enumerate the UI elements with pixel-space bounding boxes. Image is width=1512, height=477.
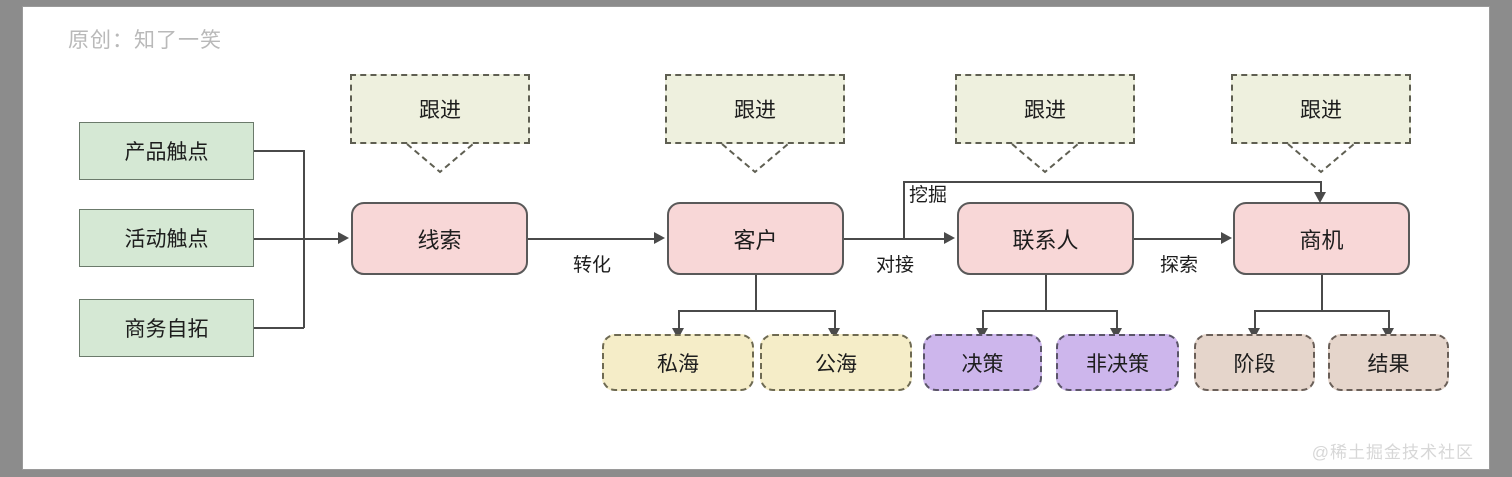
source-bus-to-lead xyxy=(254,238,340,240)
callout-label: 跟进 xyxy=(1300,99,1342,122)
callout-tail-icon xyxy=(1011,143,1079,174)
callout-followup-contact: 跟进 xyxy=(955,74,1135,174)
branch-opportunity-right-drop xyxy=(1388,310,1390,332)
branch-contact-left-drop xyxy=(982,310,984,332)
arrow-into-phase xyxy=(1248,328,1260,339)
edge-mining-drop xyxy=(1320,181,1322,196)
callout-body: 跟进 xyxy=(350,74,530,144)
arrow-into-decision xyxy=(976,328,988,339)
sub-box-phase: 阶段 xyxy=(1194,334,1315,391)
branch-customer-bar xyxy=(678,310,834,312)
source-label: 产品触点 xyxy=(124,141,209,164)
stage-box-lead: 线索 xyxy=(351,202,528,275)
callout-body: 跟进 xyxy=(1231,74,1411,144)
edge-mining-top xyxy=(903,181,1321,183)
edge-label-mining: 挖掘 xyxy=(909,185,948,206)
sub-box-result: 结果 xyxy=(1328,334,1449,391)
edge-label-handoff: 对接 xyxy=(876,255,915,276)
sub-label: 公海 xyxy=(815,352,857,376)
source-line-business xyxy=(254,327,304,329)
source-label: 商务自拓 xyxy=(124,318,209,341)
callout-label: 跟进 xyxy=(734,99,776,122)
callout-tail-icon xyxy=(721,143,789,174)
arrow-into-opportunity xyxy=(1221,232,1232,244)
source-box-product: 产品触点 xyxy=(79,122,254,180)
branch-customer-stem xyxy=(755,275,757,311)
sub-label: 决策 xyxy=(961,352,1004,376)
watermark-text: @稀土掘金技术社区 xyxy=(1311,443,1474,462)
stage-label: 线索 xyxy=(417,227,462,253)
source-label: 活动触点 xyxy=(124,228,209,251)
sub-label: 非决策 xyxy=(1086,352,1149,376)
arrow-into-result xyxy=(1382,328,1394,339)
branch-opportunity-bar xyxy=(1254,310,1388,312)
sub-label: 阶段 xyxy=(1233,352,1276,376)
sub-box-decision: 决策 xyxy=(923,334,1042,391)
arrow-into-public-sea xyxy=(828,328,840,339)
callout-label: 跟进 xyxy=(1024,99,1066,122)
stage-box-customer: 客户 xyxy=(667,202,844,275)
arrow-into-non-decision xyxy=(1110,328,1122,339)
branch-opportunity-stem xyxy=(1321,275,1323,311)
credit-text: 原创：知了一笑 xyxy=(68,29,222,52)
callout-label: 跟进 xyxy=(419,99,461,122)
arrow-into-customer xyxy=(654,232,665,244)
branch-contact-stem xyxy=(1045,275,1047,311)
branch-contact-right-drop xyxy=(1116,310,1118,332)
branch-customer-right-drop xyxy=(834,310,836,332)
sub-label: 结果 xyxy=(1367,352,1410,376)
callout-followup-customer: 跟进 xyxy=(665,74,845,174)
callout-body: 跟进 xyxy=(665,74,845,144)
arrow-into-contact xyxy=(944,232,955,244)
callout-followup-opportunity: 跟进 xyxy=(1231,74,1411,174)
branch-customer-left-drop xyxy=(678,310,680,332)
branch-opportunity-left-drop xyxy=(1254,310,1256,332)
edge-label-conversion: 转化 xyxy=(573,255,612,276)
sub-box-public-sea: 公海 xyxy=(760,334,912,391)
callout-followup-lead: 跟进 xyxy=(350,74,530,174)
edge-label-explore: 探索 xyxy=(1160,255,1199,276)
arrow-into-private-sea xyxy=(672,328,684,339)
edge-lead-to-customer xyxy=(528,238,656,240)
arrow-into-lead xyxy=(338,232,349,244)
edge-mining-riser xyxy=(903,181,905,239)
edge-customer-to-contact xyxy=(844,238,946,240)
edge-contact-to-opportunity xyxy=(1134,238,1223,240)
arrow-into-opportunity-top xyxy=(1314,192,1326,203)
sub-box-private-sea: 私海 xyxy=(602,334,754,391)
stage-label: 联系人 xyxy=(1012,227,1079,253)
sub-label: 私海 xyxy=(657,352,699,376)
source-line-product xyxy=(254,150,304,152)
source-box-activity: 活动触点 xyxy=(79,209,254,267)
stage-label: 商机 xyxy=(1299,227,1344,253)
stage-label: 客户 xyxy=(733,227,778,253)
callout-tail-icon xyxy=(1287,143,1355,174)
stage-box-opportunity: 商机 xyxy=(1233,202,1410,275)
branch-contact-bar xyxy=(982,310,1116,312)
source-box-business: 商务自拓 xyxy=(79,299,254,357)
callout-tail-icon xyxy=(406,143,474,174)
callout-body: 跟进 xyxy=(955,74,1135,144)
sub-box-non-decision: 非决策 xyxy=(1056,334,1179,391)
stage-box-contact: 联系人 xyxy=(957,202,1134,275)
